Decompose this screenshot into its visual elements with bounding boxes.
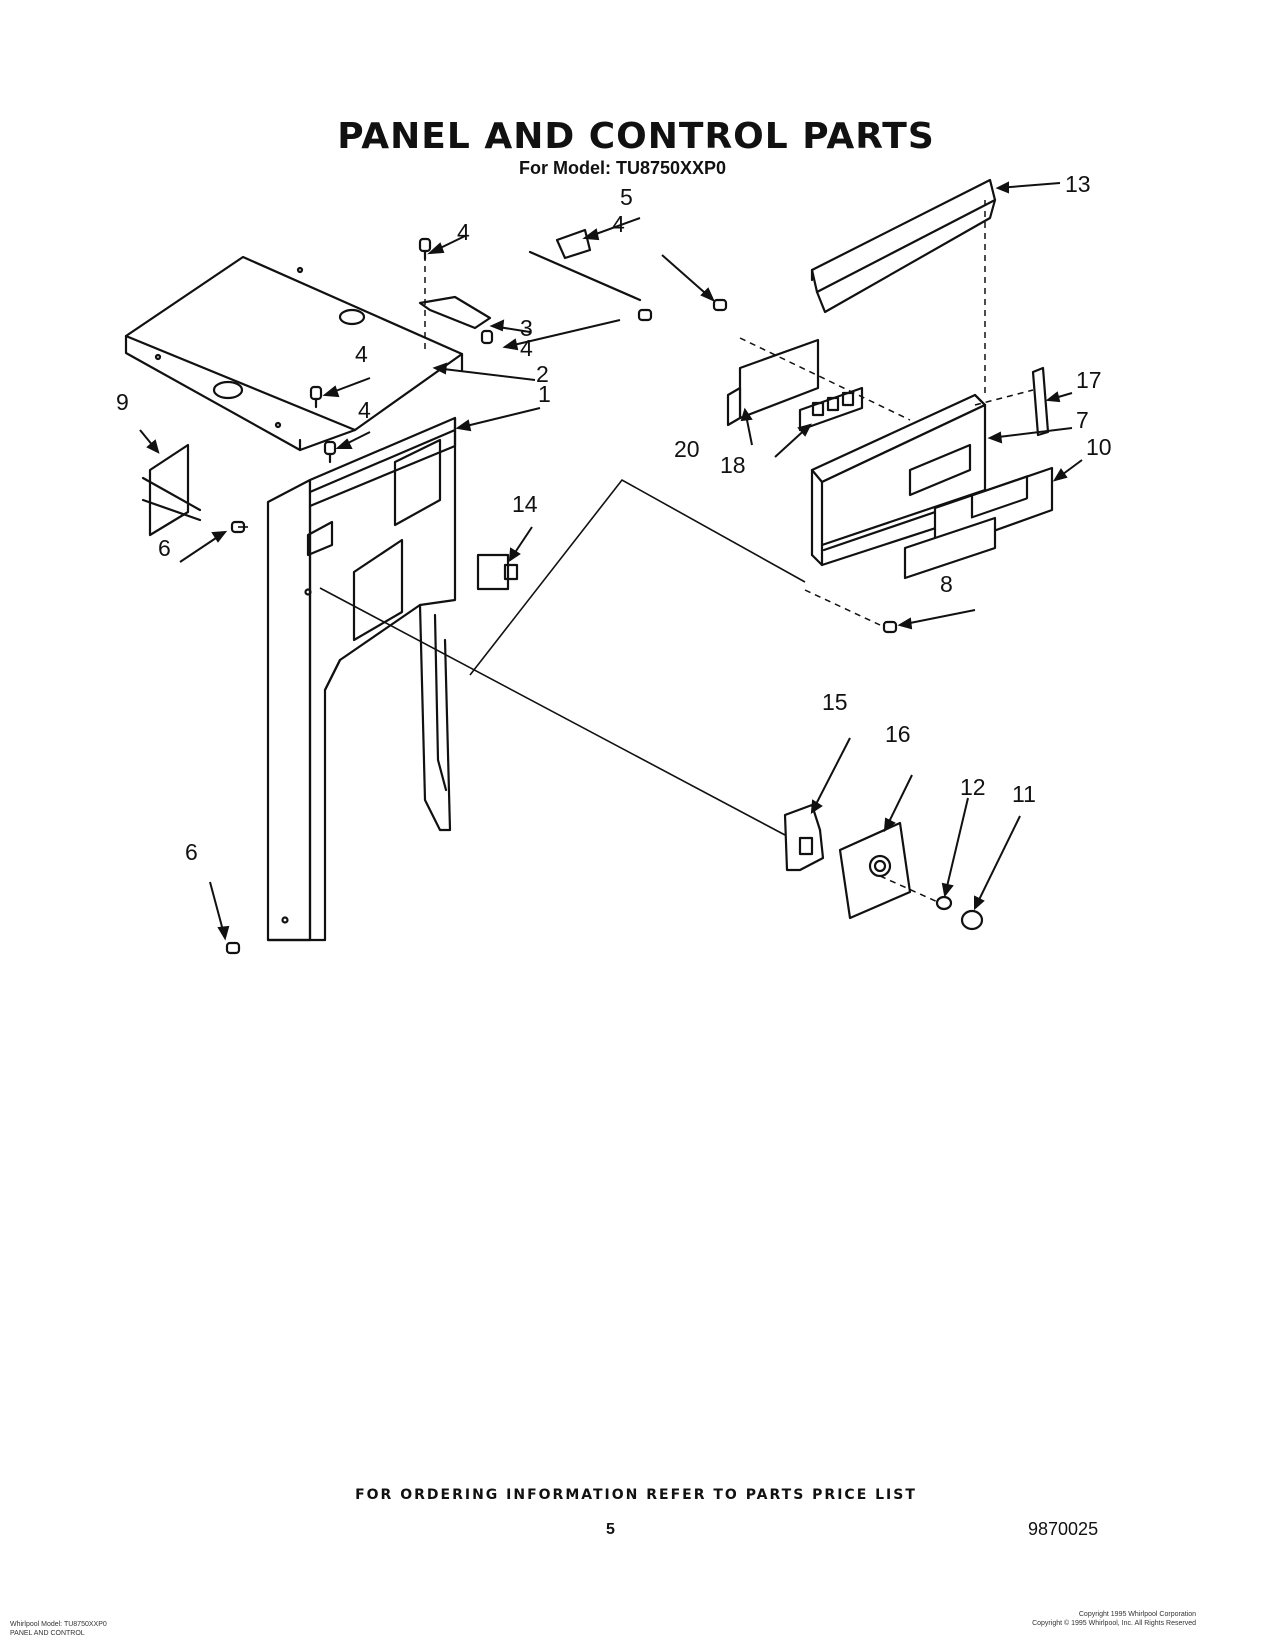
callout-number: 6 xyxy=(158,535,171,561)
callout-number: 11 xyxy=(1012,781,1036,807)
callout-number: 12 xyxy=(960,774,986,800)
callout-number: 4 xyxy=(457,219,470,245)
callout-number: 20 xyxy=(674,436,700,462)
rail-13 xyxy=(810,178,997,314)
model-subtitle: For Model: TU8750XXP0 xyxy=(519,158,727,178)
callout-number: 6 xyxy=(185,839,198,865)
callout-number: 9 xyxy=(116,389,129,415)
switch-14 xyxy=(476,553,519,591)
callout-number: 2 xyxy=(536,361,549,387)
page-title: PANEL AND CONTROL PARTS xyxy=(337,116,935,157)
callout-number: 15 xyxy=(822,689,848,715)
screws xyxy=(225,237,898,955)
footer-left: Whirlpool Model: TU8750XXP0 PANEL AND CO… xyxy=(10,1620,107,1638)
callout-number: 4 xyxy=(358,397,371,423)
callout-number: 3 xyxy=(520,315,533,341)
callout-number: 17 xyxy=(1076,367,1102,393)
callout-number: 10 xyxy=(1086,434,1112,460)
label-17 xyxy=(1031,366,1050,437)
callout-number: 18 xyxy=(720,452,746,478)
bracket-9 xyxy=(141,443,202,537)
main-frame xyxy=(266,416,457,942)
callout-number: 16 xyxy=(885,721,911,747)
callout-number: 7 xyxy=(1076,407,1089,433)
plate-16 xyxy=(838,821,912,920)
callout-number: 1 xyxy=(538,381,551,407)
document-number: 9870025 xyxy=(1028,1519,1099,1539)
footer-left-line: PANEL AND CONTROL xyxy=(10,1630,85,1637)
hinge-bracket xyxy=(418,228,642,330)
footer-right-line: Copyright 1995 Whirlpool Corporation xyxy=(1078,1611,1196,1618)
panel-10 xyxy=(903,466,1054,580)
part-15 xyxy=(783,803,825,872)
page-number: 5 xyxy=(606,1521,615,1538)
footer-left-line: Whirlpool Model: TU8750XXP0 xyxy=(10,1621,107,1628)
callout-number: 14 xyxy=(512,491,538,517)
knob-assembly xyxy=(935,895,984,931)
bracket-20 xyxy=(726,338,820,427)
ordering-note: FOR ORDERING INFORMATION REFER TO PARTS … xyxy=(355,1487,917,1503)
callout-number: 5 xyxy=(620,184,633,210)
footer-right: Copyright 1995 Whirlpool Corporation Cop… xyxy=(1032,1610,1196,1628)
callout-number: 4 xyxy=(355,341,368,367)
top-plate xyxy=(124,255,464,452)
callout-number: 13 xyxy=(1065,171,1091,197)
footer-right-line: Copyright © 1995 Whirlpool, Inc. All Rig… xyxy=(1032,1620,1196,1627)
callout-number: 4 xyxy=(612,211,625,237)
callout-number: 4 xyxy=(520,335,533,361)
part-18 xyxy=(798,386,864,432)
callout-number: 8 xyxy=(940,571,953,597)
